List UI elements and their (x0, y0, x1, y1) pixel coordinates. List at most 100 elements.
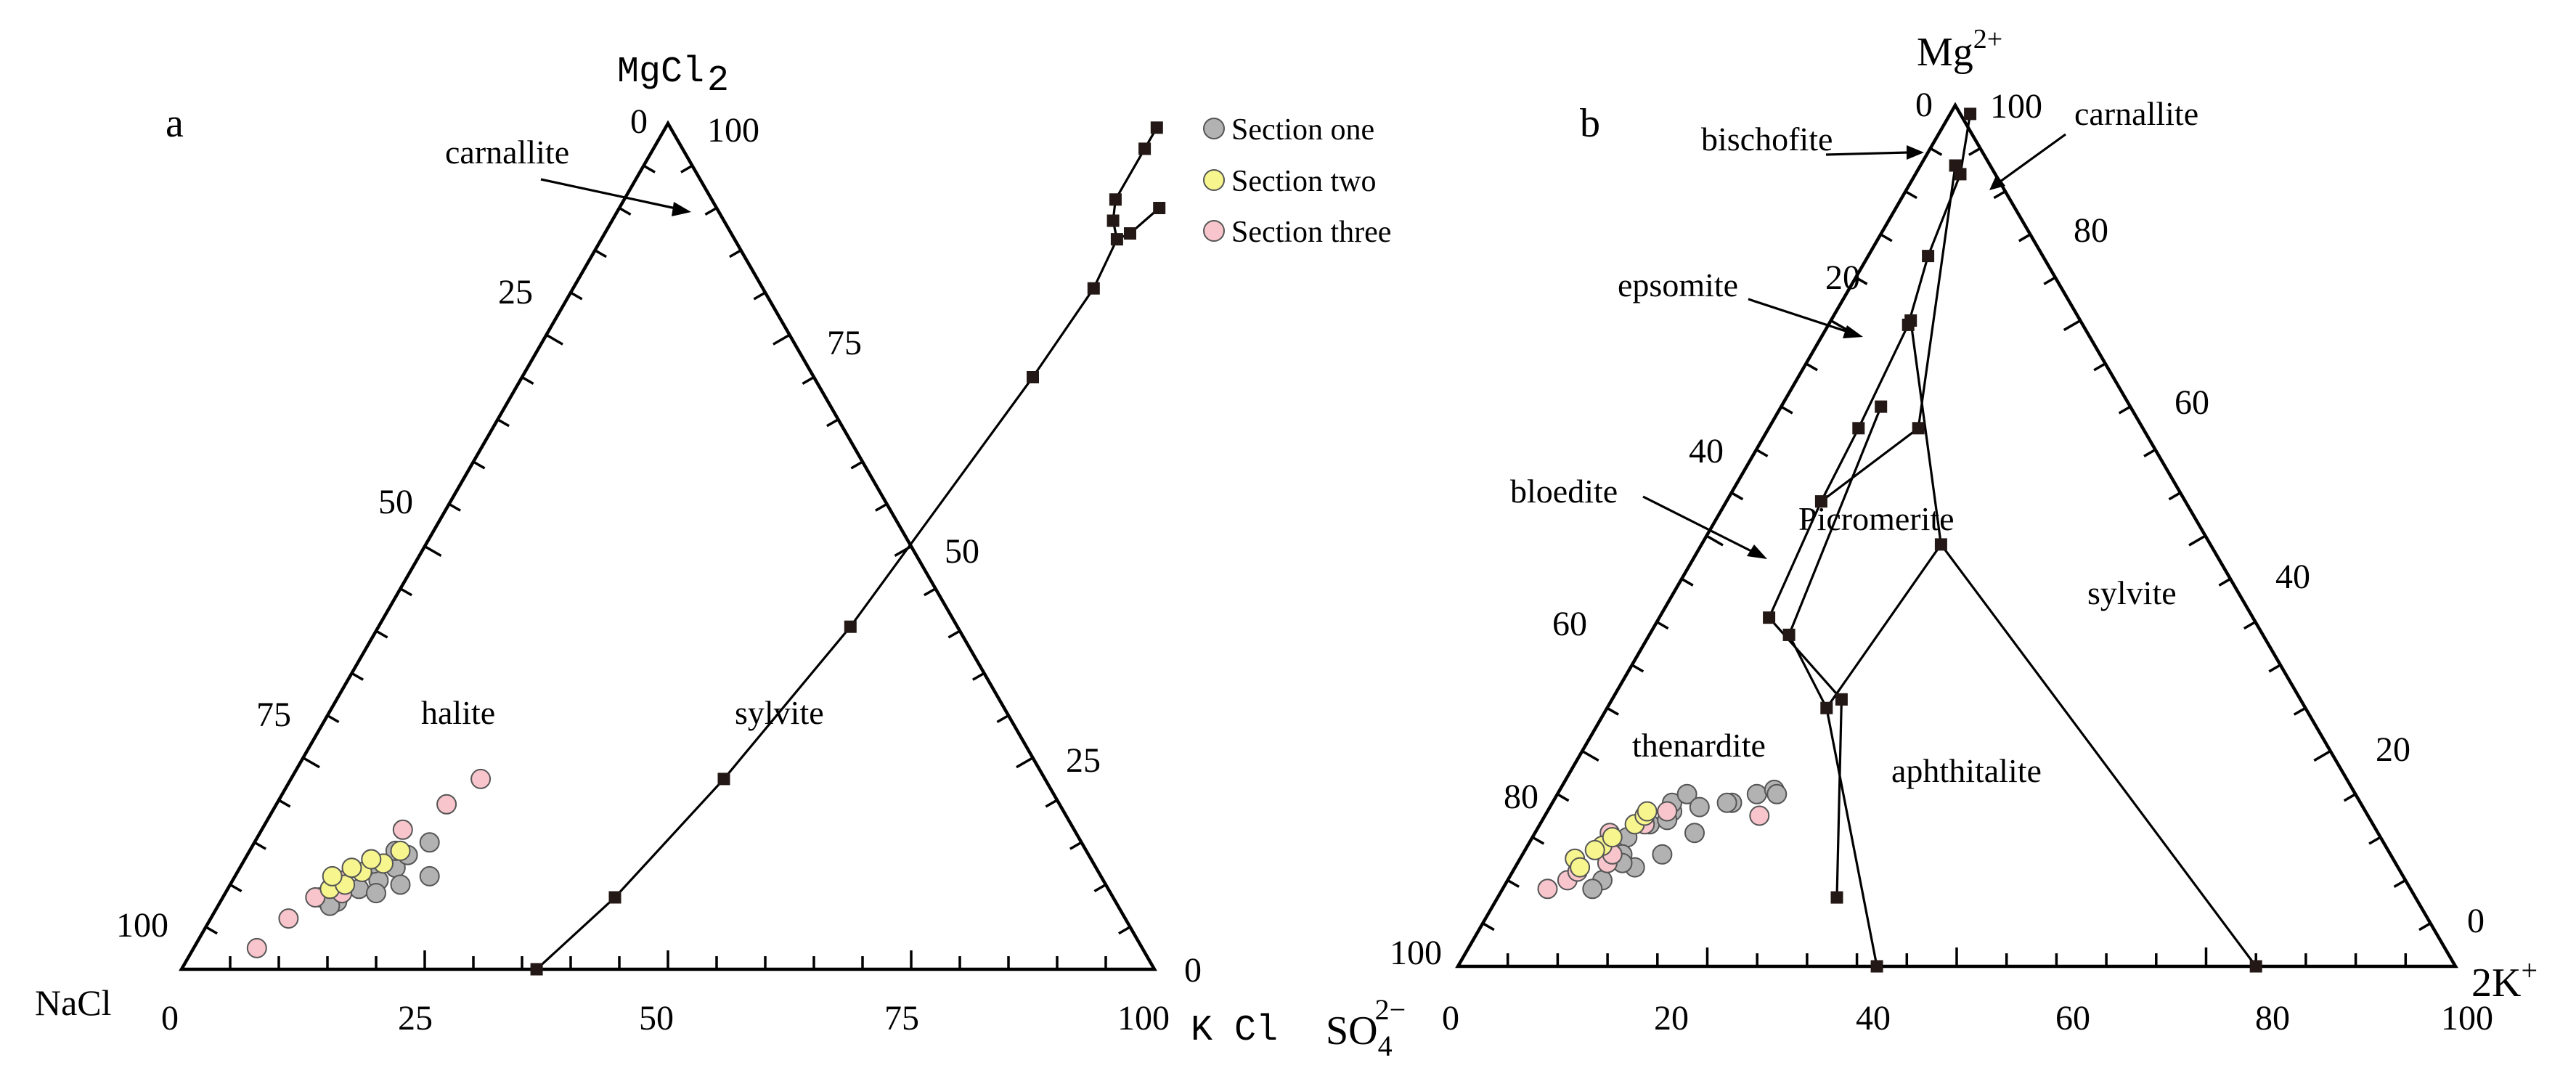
ternary-panel-a: a 0 25 50 75 100 0 25 50 75 100 100 75 5… (35, 52, 1278, 1051)
data-point-series1-7 (366, 883, 386, 904)
tick-right-1 (1118, 926, 1131, 935)
tick-left-16 (1855, 276, 1868, 285)
tick-right-19 (680, 164, 693, 174)
tick-left-5 (1581, 749, 1599, 762)
tick-right-13 (2118, 405, 2132, 415)
tick-left-8 (1656, 621, 1669, 630)
boundary-line-0 (536, 127, 1158, 971)
tick-right-8 (947, 629, 961, 639)
tick-left-4 (278, 799, 291, 808)
boundary-line-1 (1825, 707, 1878, 967)
b-vertex-left: SO42− (1326, 993, 1406, 1062)
tick-right-6 (2293, 706, 2307, 716)
b-bottom-tick-40: 40 (1856, 999, 1891, 1038)
data-point-series1-12 (1766, 783, 1788, 804)
a-left-tick-0: 0 (630, 102, 648, 141)
ternary-panel-b: b 0 20 40 60 80 100 0 20 40 60 80 100 10… (1326, 24, 2538, 1062)
data-point-series3-6 (436, 794, 457, 815)
b-label-bloedite: bloedite (1510, 473, 1618, 510)
b-field-picromerite: Picromerite (1798, 500, 1955, 537)
b-right-tick-40: 40 (2275, 558, 2310, 596)
tick-left-17 (1880, 233, 1893, 242)
a-label-carnallite: carnallite (445, 134, 569, 171)
tick-left-16 (570, 291, 583, 301)
tick-right-12 (850, 460, 863, 470)
b-vertex-left-sup: 2− (1375, 993, 1406, 1026)
tick-left-10 (424, 545, 442, 557)
invariant-point-21 (1949, 159, 1962, 172)
tick-right-13 (826, 418, 839, 428)
a-vertex-top-sub: 2 (707, 60, 729, 102)
b-bischofite-arrowhead (1907, 145, 1924, 160)
tick-right-19 (1968, 147, 1981, 156)
data-point-series1-10 (1746, 783, 1767, 804)
panel-a-letter: a (166, 101, 184, 146)
a-vertex-right: K Cl (1191, 1010, 1278, 1051)
invariant-point-9 (1870, 960, 1883, 973)
tick-right-4 (2343, 793, 2357, 802)
tick-left-13 (497, 418, 510, 428)
tick-left-1 (205, 926, 218, 935)
b-label-carnallite: carnallite (2074, 95, 2198, 132)
data-point-series1-15 (1652, 844, 1673, 865)
tick-right-18 (704, 206, 717, 216)
tick-left-11 (448, 502, 461, 512)
data-point-series2-7 (341, 857, 362, 879)
tick-right-7 (2268, 664, 2281, 673)
invariant-point-8 (1109, 193, 1122, 206)
data-point-series1-13 (1716, 792, 1737, 813)
tick-right-17 (729, 249, 742, 258)
tick-right-11 (875, 502, 888, 512)
b-carnallite-arrowhead (1989, 174, 2005, 190)
tick-right-2 (2393, 879, 2406, 888)
invariant-point-1 (1835, 693, 1848, 706)
boundary-line-2 (1788, 406, 1883, 709)
b-vertex-right-main: 2K (2471, 961, 2521, 1006)
a-right-tick-75: 75 (827, 324, 862, 362)
legend-label-section-three: Section three (1231, 216, 1391, 249)
data-point-series2-2 (1602, 827, 1623, 848)
data-point-series2-6 (1584, 839, 1605, 860)
legend-swatch-section-one (1203, 118, 1225, 139)
tick-left-14 (1805, 362, 1818, 372)
invariant-point-1 (608, 891, 621, 904)
invariant-point-3 (1814, 495, 1827, 508)
b-bloedite-arrow (1642, 495, 1756, 555)
data-point-series3-1 (278, 908, 299, 929)
tick-left-18 (619, 206, 632, 216)
a-right-tick-0: 0 (1184, 951, 1202, 990)
a-bottom-tick-75: 75 (884, 999, 919, 1038)
tick-left-6 (327, 714, 340, 723)
b-vertex-right: 2K+ (2471, 954, 2538, 1006)
a-left-tick-50: 50 (378, 483, 413, 521)
a-field-sylvite: sylvite (735, 694, 824, 731)
data-point-series1-5 (419, 832, 440, 853)
tick-right-1 (2418, 922, 2432, 932)
tick-left-19 (1929, 147, 1943, 156)
invariant-point-10 (1820, 701, 1833, 714)
b-vertex-left-sub: 4 (1378, 1030, 1393, 1062)
invariant-point-12 (1124, 227, 1136, 240)
b-field-thenardite: thenardite (1632, 727, 1766, 764)
invariant-point-3 (844, 620, 857, 633)
legend-label-section-two: Section two (1231, 165, 1376, 198)
tick-right-12 (2143, 448, 2156, 457)
data-point-series1-14 (1684, 823, 1705, 844)
panel-a-ticks (205, 164, 1131, 969)
b-bloedite-arrowhead (1747, 545, 1767, 559)
a-right-tick-50: 50 (945, 532, 979, 571)
invariant-point-7 (1106, 214, 1120, 227)
tick-left-5 (302, 757, 320, 769)
tick-right-5 (1016, 757, 1034, 769)
a-field-halite: halite (421, 694, 495, 731)
panel-b-boundaries (1763, 107, 2262, 973)
tick-right-9 (924, 587, 937, 597)
legend-label-section-one: Section one (1231, 113, 1374, 147)
tick-left-7 (1631, 664, 1644, 673)
tick-left-7 (351, 672, 364, 681)
tick-right-2 (1093, 883, 1106, 892)
a-vertex-top-main: MgCl (617, 52, 704, 93)
a-left-tick-25: 25 (498, 273, 533, 311)
b-vertex-top-main: Mg (1917, 30, 1973, 75)
invariant-point-10 (1150, 121, 1163, 134)
